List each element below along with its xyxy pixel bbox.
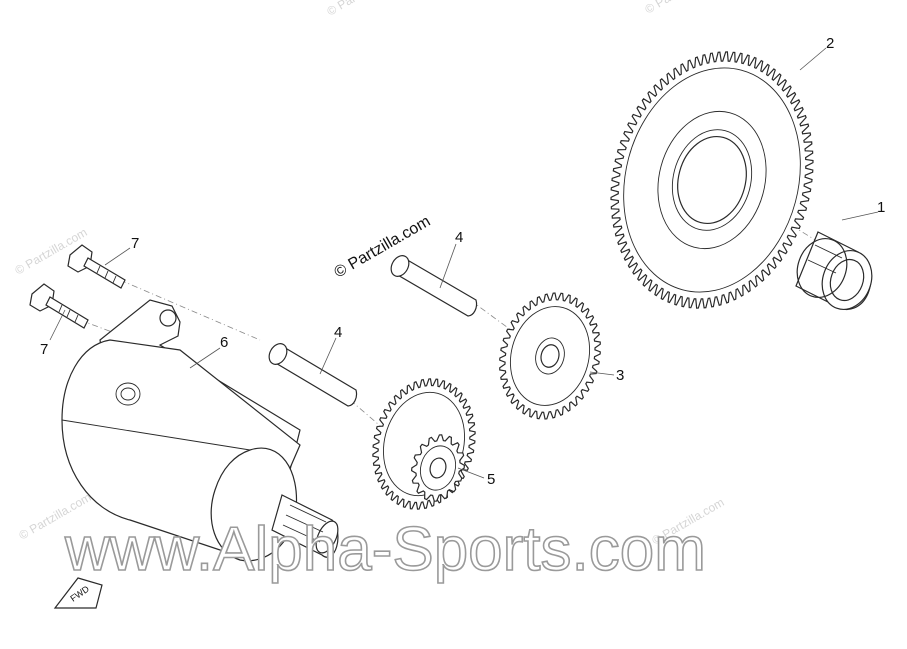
watermark-small: © Partzilla.com	[643, 0, 720, 17]
starter-motor-part-6	[61, 299, 339, 562]
forward-arrow-icon: FWD	[53, 577, 103, 609]
idler-gear-part-3	[499, 292, 601, 420]
large-gear-part-2	[610, 51, 814, 309]
callout-7-upper: 7	[131, 235, 139, 252]
leader-lines	[49, 47, 879, 479]
callout-1: 1	[877, 199, 885, 216]
bolt-part-7-lower	[29, 283, 89, 329]
callout-4-upper: 4	[455, 229, 463, 246]
callout-4-lower: 4	[334, 324, 342, 341]
double-gear-part-5	[372, 378, 476, 510]
callout-6: 6	[220, 334, 228, 351]
needle-bearing-part-1	[795, 231, 873, 310]
shaft-part-4-upper	[390, 255, 478, 317]
callout-5: 5	[487, 471, 495, 488]
callout-7-lower: 7	[40, 341, 48, 358]
callout-labels: 1 2 3 4 4 5 6 7 7	[40, 35, 885, 488]
callout-3: 3	[616, 367, 624, 384]
alpha-sports-watermark: www.Alpha-Sports.com	[64, 515, 706, 584]
bolt-part-7-upper	[67, 244, 126, 289]
small-pinion-part-5	[410, 434, 466, 502]
callout-2: 2	[826, 35, 834, 52]
shaft-part-4-lower	[268, 343, 358, 407]
watermark-small: © Partzilla.com	[325, 0, 402, 19]
